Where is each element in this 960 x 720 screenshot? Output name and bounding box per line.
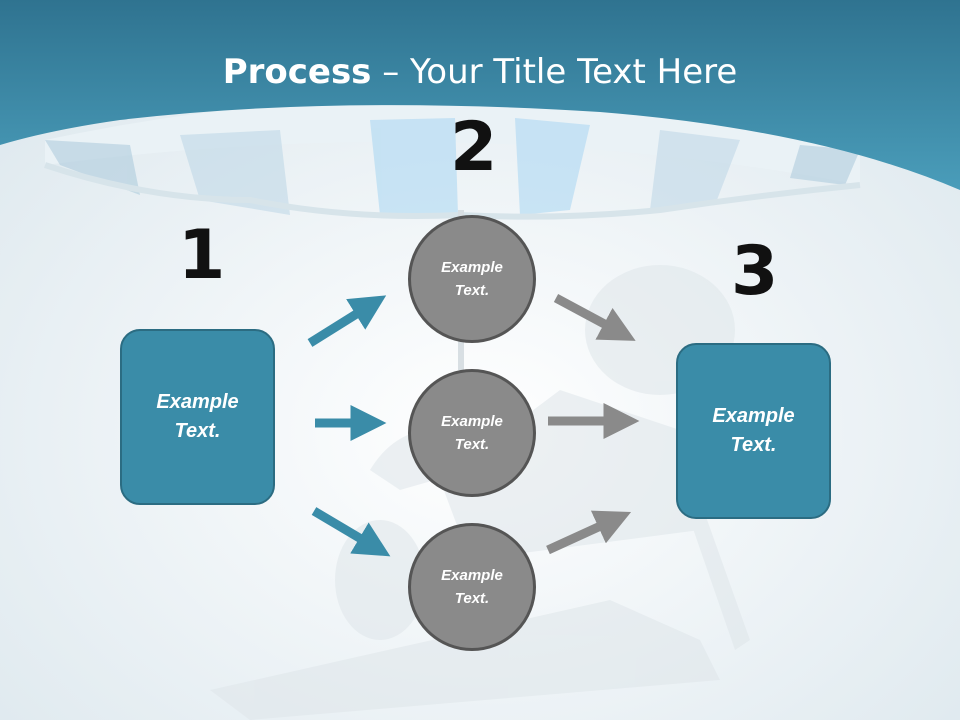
arrow-gray-up: [546, 510, 632, 555]
circle-bottom-line1: Example: [441, 567, 503, 584]
circle-middle-line2: Text.: [454, 436, 490, 453]
step-1-text-line2: Text.: [174, 420, 221, 442]
step-3-text-line1: Example: [712, 405, 795, 427]
circle-top-line2: Text.: [454, 282, 490, 299]
arrow-blue-down: [311, 507, 391, 557]
page-title: Process – Your Title Text Here: [0, 52, 960, 92]
circle-bottom-line2: Text.: [454, 590, 490, 607]
step-3-text-line2: Text.: [730, 434, 777, 456]
step-number-3: 3: [731, 232, 779, 311]
step-number-2: 2: [450, 108, 498, 187]
title-rest: – Your Title Text Here: [371, 52, 738, 92]
title-bold: Process: [222, 52, 372, 92]
circle-middle-line1: Example: [441, 413, 503, 430]
arrow-gray-down: [553, 294, 636, 341]
step-1-text-line1: Example: [156, 391, 239, 413]
step-number-1: 1: [178, 216, 226, 295]
circle-top-line1: Example: [441, 259, 503, 276]
arrow-blue-up: [307, 295, 387, 347]
